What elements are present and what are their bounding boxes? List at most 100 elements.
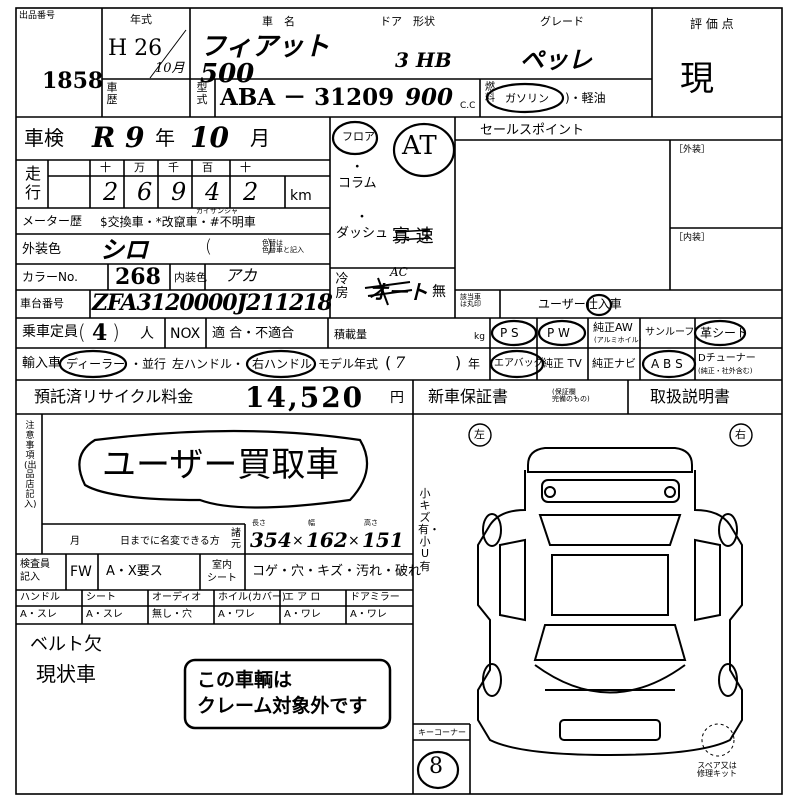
grid-value-2: 無し・穴 bbox=[152, 609, 192, 620]
capacity-label: 乗車定員 bbox=[22, 324, 78, 340]
fw-label: FW bbox=[70, 564, 92, 580]
exterior-color-label: 外装色 bbox=[22, 242, 62, 257]
manual-label: 取扱説明書 bbox=[650, 387, 731, 406]
diagram-left: 左 bbox=[474, 428, 485, 441]
notes-month-unit: 月 bbox=[70, 536, 80, 547]
mileage-unit-1: 万 bbox=[134, 161, 145, 174]
interior-color: アカ bbox=[225, 266, 258, 285]
opt-tv: 純正 TV bbox=[542, 357, 582, 370]
interior-color-label: 内装色 bbox=[174, 271, 207, 284]
displacement: 900 bbox=[405, 84, 454, 111]
dims-length: 354 bbox=[250, 528, 292, 552]
grade-label: グレード bbox=[540, 15, 584, 28]
fuel-gasoline: ガソリン bbox=[505, 92, 549, 105]
warranty-label: 新車保証書 bbox=[428, 387, 509, 406]
remark-belt: ベルト欠 bbox=[30, 634, 102, 655]
opt-ps: P S bbox=[500, 326, 519, 340]
model-year-value: 7 bbox=[395, 353, 406, 372]
model-code: ABA － 31209 bbox=[220, 84, 395, 111]
opt-navi: 純正ナビ bbox=[592, 357, 636, 370]
mileage-digit-2: 9 bbox=[171, 178, 187, 206]
grid-header-4: エ ア ロ bbox=[284, 592, 321, 603]
opt-aw-sub: (アルミホイル) bbox=[594, 336, 642, 344]
opt-dtuner: Dチューナー bbox=[698, 353, 756, 364]
ac-written: AC bbox=[390, 265, 408, 279]
opt-aw: 純正AW bbox=[593, 321, 633, 334]
mileage-digit-3: 4 bbox=[205, 178, 221, 206]
warranty-sub: (保証欄 完備のもの) bbox=[552, 388, 590, 404]
mileage-digit-1: 6 bbox=[137, 178, 153, 206]
car-name: フィアット 500 bbox=[200, 32, 330, 90]
shift-mt: 寡 速 bbox=[392, 226, 434, 247]
color-no-label: カラーNo. bbox=[22, 270, 78, 284]
lot-number: 1858 bbox=[42, 68, 104, 94]
import-label: 輸入車 bbox=[22, 356, 62, 371]
opt-abs: A B S bbox=[651, 357, 683, 371]
shift-floor: フロア bbox=[342, 130, 375, 143]
sales-point-title: セールスポイント bbox=[480, 123, 585, 138]
color-bracket: ( ) bbox=[205, 236, 274, 257]
seat-options: コゲ・穴・キズ・汚れ・破れ bbox=[252, 564, 422, 579]
exterior-color: シロ bbox=[100, 235, 148, 264]
dims-height: 151 bbox=[362, 528, 404, 552]
shift-column: ・ コラム bbox=[338, 160, 377, 191]
opt-sunroof: サンルーフ bbox=[645, 327, 695, 338]
dims-label: 諸元 bbox=[231, 528, 241, 550]
km-unit: km bbox=[290, 188, 312, 204]
ac-label: 冷房 bbox=[335, 272, 349, 302]
dims-times-1: × bbox=[292, 533, 304, 549]
capacity-value: 4 bbox=[92, 320, 108, 346]
cargo-label: 積載量 bbox=[334, 328, 367, 341]
recycle-label: 預託済リサイクル料金 bbox=[34, 387, 194, 406]
grid-value-1: A・スレ bbox=[86, 609, 123, 620]
dims-length-label: 長さ bbox=[252, 519, 266, 527]
room-seat-label: 室内 シート bbox=[207, 560, 237, 584]
dims-width: 162 bbox=[306, 528, 348, 552]
opt-dtuner-sub: (純正・社外含む) bbox=[698, 367, 753, 375]
model-year-paren-close: ) bbox=[455, 353, 462, 372]
dims-height-label: 高さ bbox=[364, 519, 378, 527]
nox-options: 適 合・不適合 bbox=[212, 326, 295, 341]
meter-ruby: カイザンシャ bbox=[196, 207, 238, 215]
diagram-right: 右 bbox=[735, 428, 746, 441]
sales-interior: ［内装］ bbox=[674, 233, 711, 243]
notes-deadline: 日までに名変できる方 bbox=[120, 536, 220, 547]
mileage-unit-4: 十 bbox=[240, 161, 251, 174]
capacity-paren-close: ) bbox=[112, 320, 120, 344]
meter-history-label: メーター歴 bbox=[22, 214, 83, 228]
nox-label: NOX bbox=[170, 326, 201, 342]
shaken-year-unit: 年 bbox=[155, 126, 175, 150]
claim-stamp: この車輌は クレーム対象外です bbox=[197, 669, 368, 717]
history-label: 車歴 bbox=[106, 81, 118, 107]
chassis-label: 車台番号 bbox=[20, 297, 64, 310]
grid-header-2: オーディオ bbox=[152, 592, 202, 603]
shaken-month: 10 bbox=[190, 121, 229, 154]
shift-dash: ・ ダッシュ bbox=[336, 210, 389, 241]
grid-value-4: A・ワレ bbox=[284, 609, 321, 620]
remark-as-is: 現状車 bbox=[36, 662, 96, 686]
score-label: 評 価 点 bbox=[690, 17, 734, 31]
ac-none: 無 bbox=[432, 284, 446, 300]
import-dealer: ディーラー bbox=[66, 357, 126, 371]
notes-text: ユーザー買取車 bbox=[102, 445, 340, 485]
mileage-unit-2: 千 bbox=[168, 161, 179, 174]
grid-header-3: ホイル(カバー) bbox=[218, 592, 286, 603]
door-type: 3 HB bbox=[395, 48, 452, 72]
grid-value-3: A・ワレ bbox=[218, 609, 255, 620]
door-label: ドア 形状 bbox=[380, 15, 435, 28]
mileage-digit-4: 2 bbox=[243, 178, 259, 206]
opt-pw: P W bbox=[547, 326, 570, 340]
dims-times-2: × bbox=[348, 533, 360, 549]
model-label: 型式 bbox=[196, 81, 208, 107]
import-parallel: ・並行 bbox=[130, 357, 167, 371]
capacity-paren-open: ( bbox=[78, 320, 86, 344]
shift-at: AT bbox=[402, 131, 437, 161]
grid-header-5: ドアミラー bbox=[350, 592, 400, 603]
meter-options: $交換車・*改竄車・#不明車 bbox=[100, 215, 256, 229]
right-hand-drive: 右ハンドル bbox=[252, 357, 313, 371]
sales-exterior: ［外装］ bbox=[674, 145, 711, 155]
opt-airbag: エアバッグ bbox=[494, 358, 544, 369]
year-era: H 26 bbox=[108, 36, 163, 61]
